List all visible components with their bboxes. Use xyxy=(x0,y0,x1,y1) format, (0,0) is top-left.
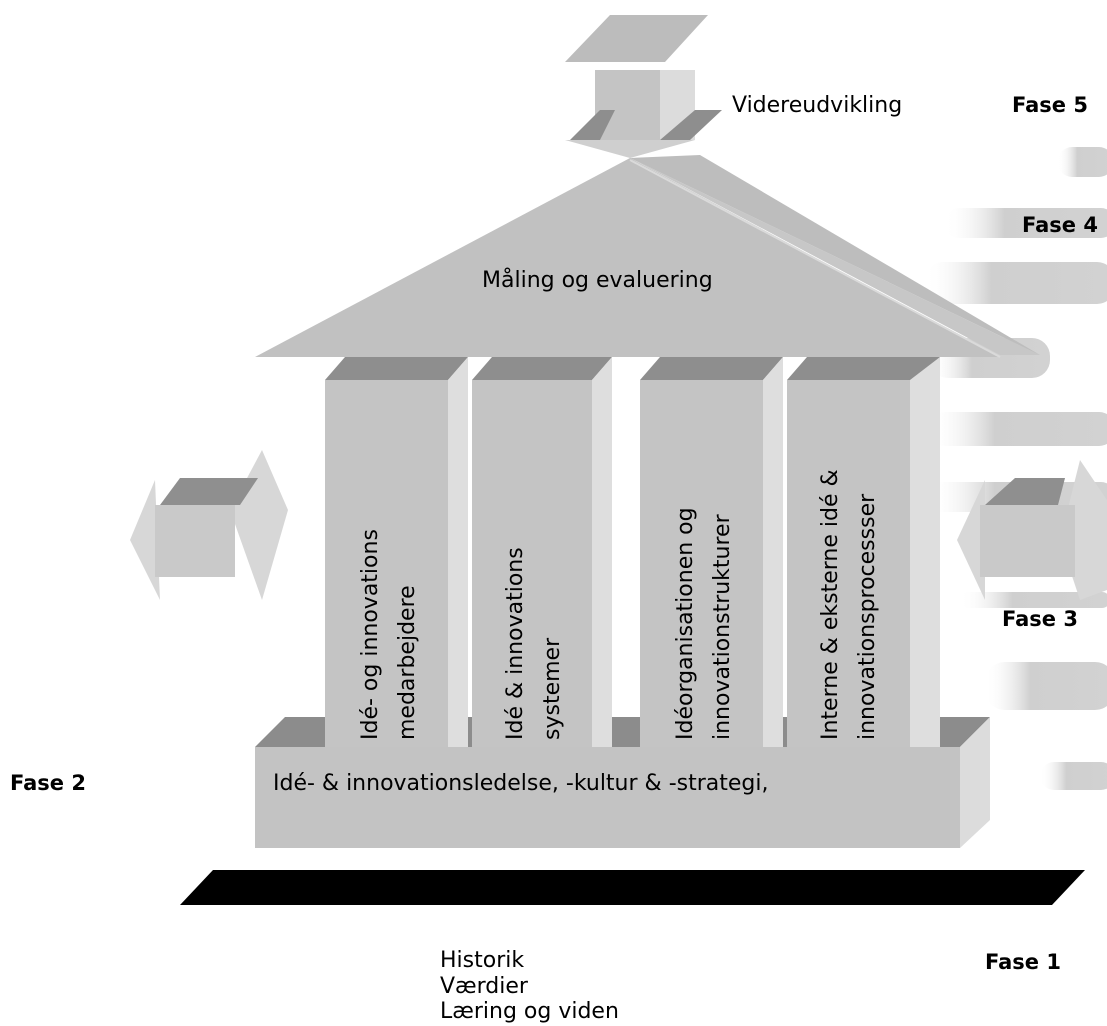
pillar-1 xyxy=(325,357,468,747)
roof xyxy=(255,155,1040,358)
phase-3-label: Fase 3 xyxy=(1002,607,1078,631)
top-label: Videreudvikling xyxy=(732,93,902,118)
pillar-3-text: Idéorganisationen og innovationstrukture… xyxy=(673,507,735,740)
foundation-labels: Historik Værdier Læring og viden xyxy=(440,948,619,1024)
pillar-1-text: Idé- og innovations medarbejdere xyxy=(358,529,420,740)
pillar-4-line1: Interne & eksterne idé & xyxy=(818,469,843,740)
pillar-4-line2: innovationsprocessser xyxy=(855,493,880,740)
phase-5-label: Fase 5 xyxy=(1012,93,1088,117)
top-arrow xyxy=(565,15,722,158)
foundation-line-1: Historik xyxy=(440,948,524,973)
phase-2-label: Fase 2 xyxy=(10,771,86,795)
pillar-3-line2: innovationstrukturer xyxy=(710,513,735,740)
pillar-1-line2: medarbejdere xyxy=(395,585,420,740)
base-label: Idé- & innovationsledelse, -kultur & -st… xyxy=(273,771,768,796)
pillar-3-line1: Idéorganisationen og xyxy=(673,507,698,740)
pillar-4 xyxy=(787,357,940,747)
pillar-1-line1: Idé- og innovations xyxy=(358,529,383,740)
pillar-2-line1: Idé & innovations xyxy=(503,547,528,740)
foundation-slab xyxy=(180,870,1085,905)
right-double-arrow xyxy=(957,460,1107,600)
left-double-arrow xyxy=(130,450,288,600)
pillar-2-line2: systemer xyxy=(540,637,565,740)
pillar-3 xyxy=(640,357,783,747)
pillar-2-text: Idé & innovations systemer xyxy=(503,547,565,740)
roof-label: Måling og evaluering xyxy=(482,267,713,293)
foundation-line-3: Læring og viden xyxy=(440,999,619,1024)
phase-1-label: Fase 1 xyxy=(985,950,1061,974)
foundation-line-2: Værdier xyxy=(440,974,529,999)
pillar-2 xyxy=(472,357,612,747)
phase-4-label: Fase 4 xyxy=(1022,213,1098,237)
pillar-4-text: Interne & eksterne idé & innovationsproc… xyxy=(818,469,880,740)
